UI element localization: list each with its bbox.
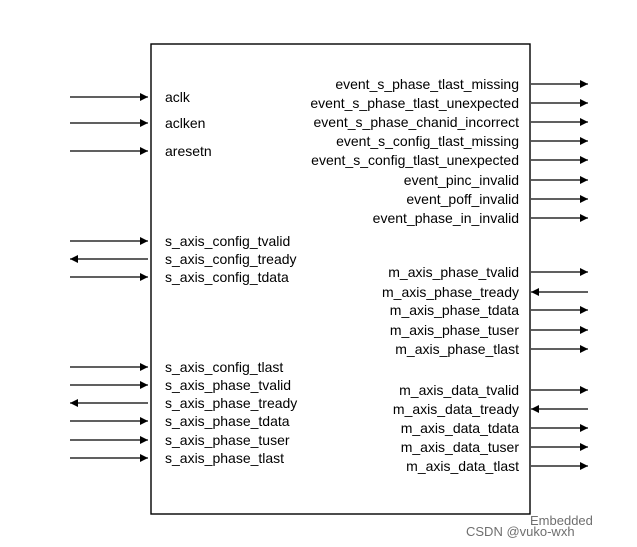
- port-label-m-axis-data-tlast: m_axis_data_tlast: [406, 458, 519, 474]
- port-label-aclk: aclk: [165, 89, 191, 105]
- port-label-m-axis-data-tready: m_axis_data_tready: [393, 401, 519, 417]
- port-label-s-axis-phase-tready: s_axis_phase_tready: [165, 395, 297, 411]
- port-label-m-axis-data-tdata: m_axis_data_tdata: [401, 420, 520, 436]
- port-label-event-s-phase-tlast-missing: event_s_phase_tlast_missing: [335, 76, 519, 92]
- port-label-m-axis-phase-tready: m_axis_phase_tready: [382, 284, 519, 300]
- port-label-s-axis-config-tdata: s_axis_config_tdata: [165, 269, 289, 285]
- port-label-m-axis-phase-tlast: m_axis_phase_tlast: [395, 341, 519, 357]
- port-label-m-axis-phase-tvalid: m_axis_phase_tvalid: [388, 264, 519, 280]
- port-label-m-axis-data-tuser: m_axis_data_tuser: [401, 439, 520, 455]
- port-label-aclken: aclken: [165, 115, 205, 131]
- port-label-m-axis-data-tvalid: m_axis_data_tvalid: [399, 382, 519, 398]
- right-ports: event_s_phase_tlast_missing event_s_phase…: [310, 76, 588, 474]
- port-label-m-axis-phase-tdata: m_axis_phase_tdata: [390, 302, 519, 318]
- watermark-brand: Embedded: [530, 513, 593, 528]
- port-label-event-phase-in-invalid: event_phase_in_invalid: [373, 210, 519, 226]
- port-label-event-s-config-tlast-missing: event_s_config_tlast_missing: [336, 133, 519, 149]
- left-ports: aclk aclken aresetn s_axis_config_tvalid s_a…: [70, 89, 297, 466]
- watermark-source: CSDN @vuko-wxh: [466, 524, 575, 539]
- port-label-s-axis-phase-tdata: s_axis_phase_tdata: [165, 413, 290, 429]
- port-label-m-axis-phase-tuser: m_axis_phase_tuser: [390, 322, 520, 338]
- port-label-s-axis-config-tready: s_axis_config_tready: [165, 251, 297, 267]
- port-label-event-poff-invalid: event_poff_invalid: [406, 191, 519, 207]
- port-label-s-axis-phase-tvalid: s_axis_phase_tvalid: [165, 377, 291, 393]
- port-label-event-s-phase-chanid-incorrect: event_s_phase_chanid_incorrect: [314, 114, 520, 130]
- port-label-event-s-phase-tlast-unexpected: event_s_phase_tlast_unexpected: [310, 95, 519, 111]
- port-label-s-axis-config-tlast: s_axis_config_tlast: [165, 359, 283, 375]
- port-label-event-s-config-tlast-unexpected: event_s_config_tlast_unexpected: [311, 152, 519, 168]
- port-label-s-axis-phase-tuser: s_axis_phase_tuser: [165, 432, 290, 448]
- watermark: Embedded CSDN @vuko-wxh: [466, 513, 593, 539]
- port-label-event-pinc-invalid: event_pinc_invalid: [404, 172, 519, 188]
- port-label-s-axis-phase-tlast: s_axis_phase_tlast: [165, 450, 284, 466]
- port-label-s-axis-config-tvalid: s_axis_config_tvalid: [165, 233, 290, 249]
- port-label-aresetn: aresetn: [165, 143, 212, 159]
- block-body: [150, 43, 531, 515]
